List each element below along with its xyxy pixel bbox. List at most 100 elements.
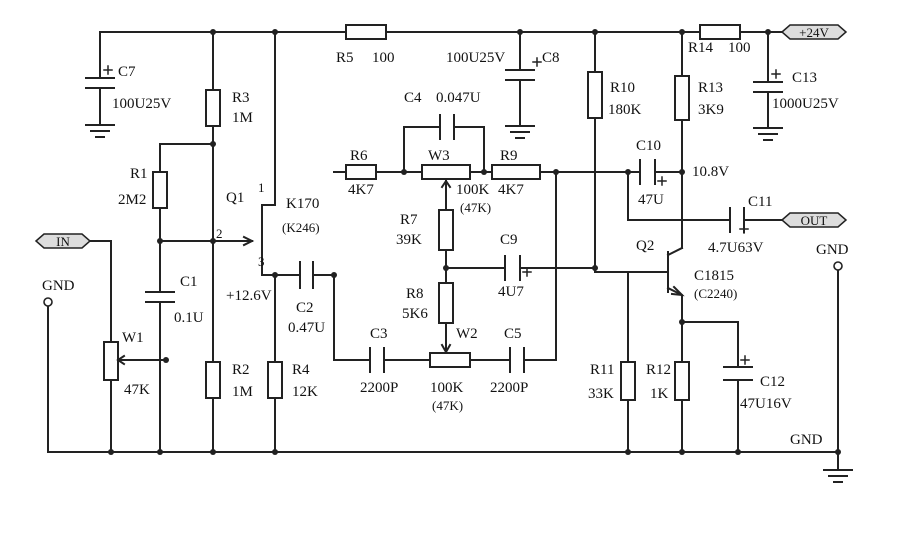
- q1-pin1: 1: [258, 180, 265, 195]
- c12-ref: C12: [760, 374, 785, 390]
- r3-ref: R3: [232, 90, 250, 106]
- c10-value: 47U: [638, 192, 664, 208]
- r1-ref: R1: [130, 166, 148, 182]
- r4-ref: R4: [292, 362, 310, 378]
- gnd-label-left: GND: [42, 278, 75, 294]
- r9-value: 4K7: [498, 182, 524, 198]
- c7-ref: C7: [118, 64, 136, 80]
- c3-ref: C3: [370, 326, 388, 342]
- w2-alt: (47K): [432, 398, 463, 413]
- gnd-terminal-right: [833, 261, 843, 271]
- resistor-r8: [438, 282, 454, 324]
- capacitor-c3: [369, 347, 385, 373]
- r11-ref: R11: [590, 362, 614, 378]
- w1-value: 47K: [124, 382, 150, 398]
- gnd-label-bottom: GND: [790, 432, 823, 448]
- r10-value: 180K: [608, 102, 642, 118]
- resistor-r6: [345, 164, 377, 180]
- q1-pin3: 3: [258, 254, 265, 269]
- wiring: [47, 31, 839, 471]
- q1-source-voltage: +12.6V: [226, 288, 272, 304]
- q2-ref: Q2: [636, 238, 654, 254]
- svg-text:IN: IN: [56, 234, 70, 249]
- c1-ref: C1: [180, 274, 198, 290]
- pot-w1-wiper: [116, 354, 131, 366]
- r5-ref: R5: [336, 50, 354, 66]
- c8-value: 100U25V: [446, 50, 505, 66]
- r4-value: 12K: [292, 384, 318, 400]
- ground-symbols: [85, 124, 853, 483]
- q1-pin2: 2: [216, 226, 223, 241]
- r2-value: 1M: [232, 384, 253, 400]
- c12-value: 47U16V: [740, 396, 792, 412]
- capacitor-c13: [753, 81, 783, 93]
- capacitor-c9: [504, 255, 521, 281]
- r11-value: 33K: [588, 386, 614, 402]
- r12-value: 1K: [650, 386, 669, 402]
- capacitor-c8: [505, 69, 535, 81]
- capacitor-c2: [299, 261, 314, 289]
- resistor-r12: [674, 361, 690, 401]
- svg-text:OUT: OUT: [801, 213, 828, 228]
- capacitor-c5: [509, 347, 525, 373]
- w1-ref: W1: [122, 330, 144, 346]
- r14-ref: R14: [688, 40, 714, 56]
- polarity-marks: [103, 57, 781, 365]
- q1-ref: Q1: [226, 190, 244, 206]
- gnd-label-right: GND: [816, 242, 849, 258]
- r7-value: 39K: [396, 232, 422, 248]
- r2-ref: R2: [232, 362, 250, 378]
- svg-text:+24V: +24V: [799, 25, 829, 40]
- resistor-r9: [491, 164, 541, 180]
- port-supply: +24V: [780, 24, 848, 40]
- resistor-r1: [152, 171, 168, 209]
- gnd-terminal-left: [43, 297, 53, 307]
- c3-value: 2200P: [360, 380, 398, 396]
- resistor-bodies: [103, 24, 741, 401]
- q2-collector-voltage: 10.8V: [692, 164, 729, 180]
- w2-ref: W2: [456, 326, 478, 342]
- c5-ref: C5: [504, 326, 522, 342]
- r7-ref: R7: [400, 212, 418, 228]
- c9-value: 4U7: [498, 284, 524, 300]
- r5-value: 100: [372, 50, 395, 66]
- r10-ref: R10: [610, 80, 635, 96]
- c13-value: 1000U25V: [772, 96, 839, 112]
- capacitor-c12: [723, 366, 753, 381]
- resistor-r11: [620, 361, 636, 401]
- resistor-r10: [587, 71, 603, 119]
- w3-alt: (47K): [460, 200, 491, 215]
- port-out: OUT: [780, 212, 848, 228]
- resistor-r4: [267, 361, 283, 399]
- w3-ref: W3: [428, 148, 450, 164]
- resistor-r13: [674, 75, 690, 121]
- resistor-r3: [205, 89, 221, 127]
- pot-w2-wiper: [440, 343, 452, 355]
- c9-ref: C9: [500, 232, 518, 248]
- r1-value: 2M2: [118, 192, 146, 208]
- c7-value: 100U25V: [112, 96, 171, 112]
- r6-ref: R6: [350, 148, 368, 164]
- r12-ref: R12: [646, 362, 671, 378]
- junction-dots: [108, 29, 841, 455]
- c11-value: 4.7U63V: [708, 240, 764, 256]
- capacitor-c7: [85, 77, 115, 89]
- c4-value: 0.047U: [436, 90, 481, 106]
- capacitor-c4: [439, 114, 455, 140]
- r14-value: 100: [728, 40, 751, 56]
- port-in: IN: [34, 233, 92, 249]
- resistor-r2: [205, 361, 221, 399]
- c2-ref: C2: [296, 300, 314, 316]
- c5-value: 2200P: [490, 380, 528, 396]
- r3-value: 1M: [232, 110, 253, 126]
- r6-value: 4K7: [348, 182, 374, 198]
- q1-part: K170: [286, 196, 319, 212]
- pot-w3: [421, 164, 471, 180]
- r9-ref: R9: [500, 148, 518, 164]
- q2-part: C1815: [694, 268, 734, 284]
- pot-w3-wiper: [440, 179, 452, 199]
- resistor-r14: [699, 24, 741, 40]
- capacitor-c1: [145, 291, 175, 303]
- q2-alt: (C2240): [694, 286, 737, 301]
